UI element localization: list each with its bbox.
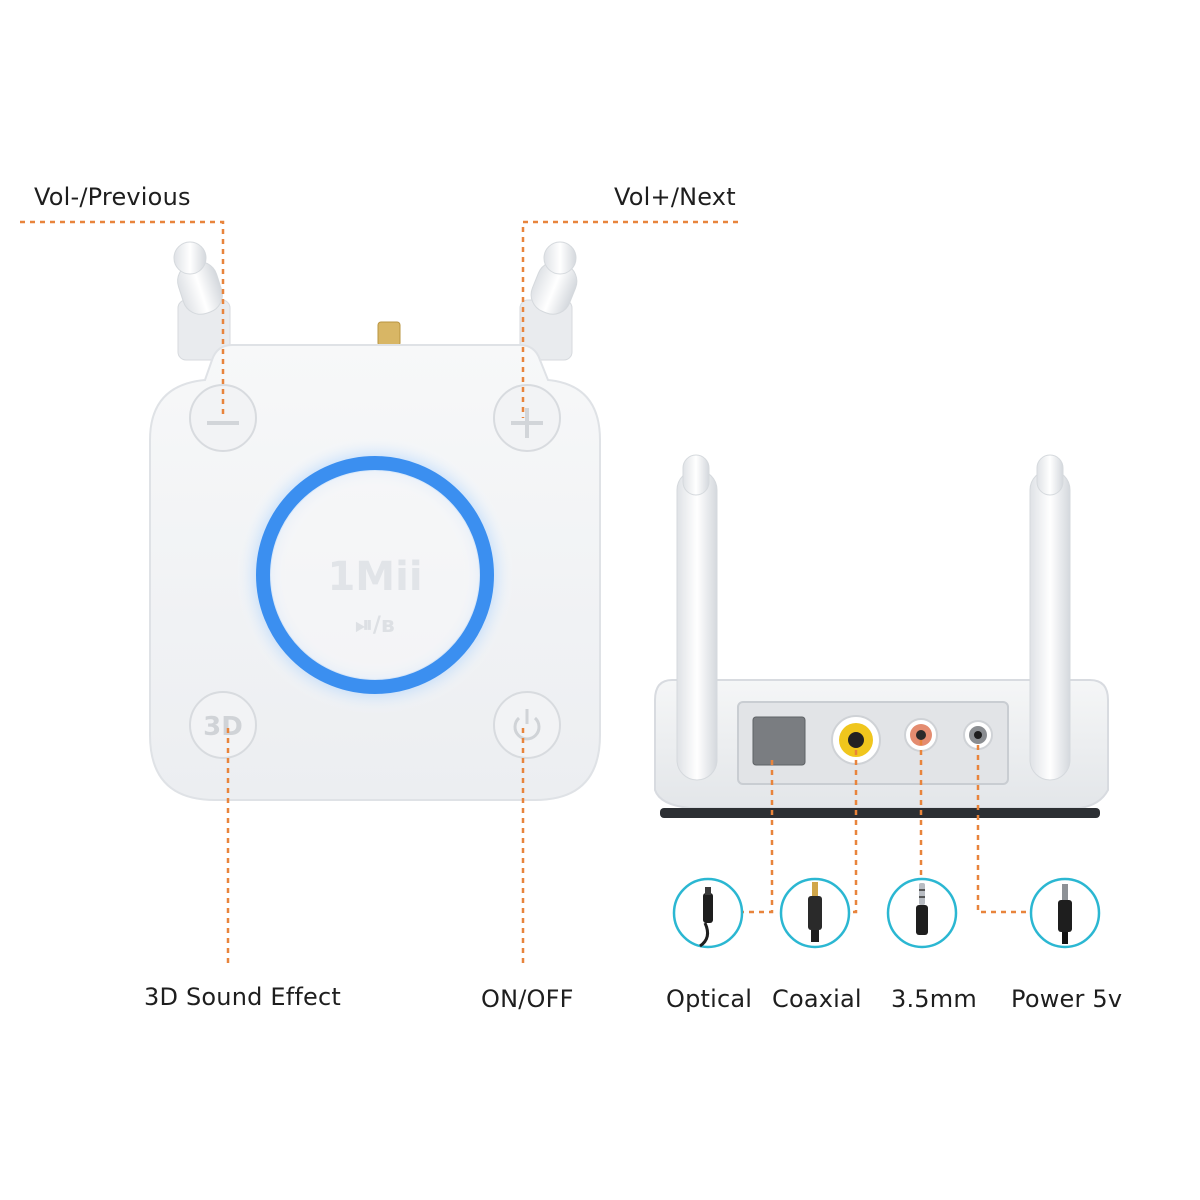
optical-port[interactable] — [752, 716, 806, 766]
label-power-5v: Power 5v — [1011, 985, 1123, 1013]
aux-plug-icon — [916, 883, 928, 935]
right-antenna — [519, 241, 578, 361]
label-3-5mm: 3.5mm — [891, 985, 977, 1013]
connector-coaxial — [779, 877, 851, 949]
vol-plus-button[interactable] — [493, 384, 561, 452]
label-optical: Optical — [666, 985, 753, 1013]
dc-plug-icon — [1058, 884, 1072, 944]
optical-plug-icon — [699, 887, 713, 948]
label-on-off: ON/OFF — [481, 985, 574, 1013]
power-button[interactable] — [493, 691, 561, 759]
back-right-antenna — [1029, 454, 1071, 781]
label-coaxial: Coaxial — [772, 985, 862, 1013]
top-view-device: 3D 1Mii ⏯/ʙ — [149, 241, 601, 801]
plus-icon — [511, 408, 543, 438]
label-vol-next: Vol+/Next — [614, 183, 736, 211]
connector-aux — [886, 877, 958, 949]
aux-port[interactable] — [904, 718, 938, 752]
label-vol-previous: Vol-/Previous — [34, 183, 191, 211]
coaxial-plug-icon — [808, 882, 822, 942]
power-icon — [513, 709, 541, 741]
connector-power — [1029, 877, 1101, 949]
rca-connector-top — [377, 321, 401, 347]
leader-lines — [20, 220, 1030, 968]
power-port[interactable] — [963, 720, 993, 750]
coaxial-port[interactable] — [831, 715, 881, 765]
back-view-device — [654, 454, 1109, 818]
play-pause-mark: ⏯/ʙ — [355, 613, 395, 638]
brand-logo: 1Mii — [327, 554, 422, 600]
label-3d-sound-effect: 3D Sound Effect — [144, 983, 342, 1011]
left-antenna — [173, 241, 231, 361]
connector-optical — [672, 877, 744, 949]
back-base — [660, 808, 1100, 818]
center-ring[interactable] — [256, 456, 494, 694]
back-left-antenna — [676, 454, 718, 781]
sound-button-text: 3D — [203, 712, 243, 742]
vol-minus-button[interactable] — [189, 384, 257, 452]
sound-effect-button[interactable]: 3D — [189, 691, 257, 759]
